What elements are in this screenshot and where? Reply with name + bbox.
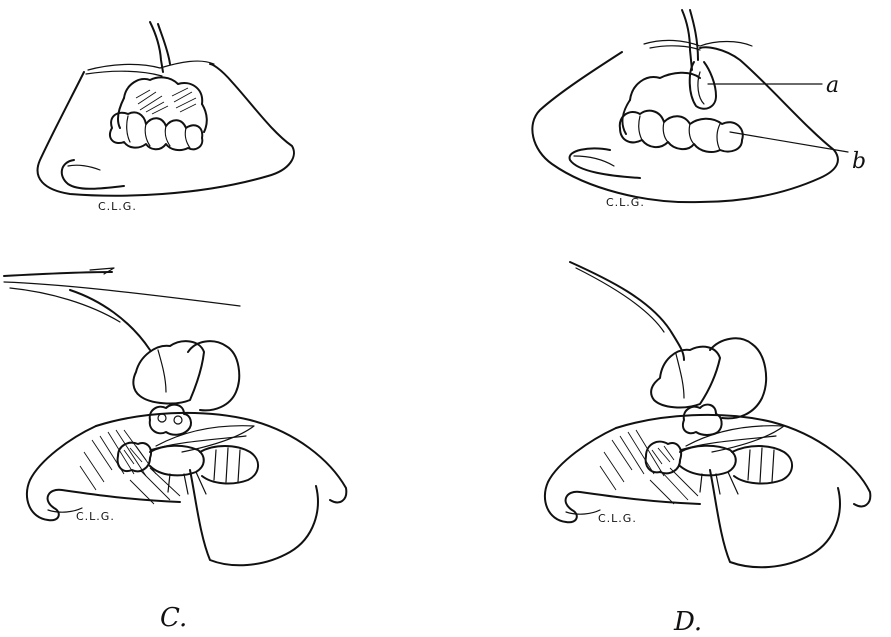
flower-with-bee-d: C.L.G. D.	[545, 262, 870, 637]
signature: C.L.G.	[76, 510, 115, 523]
figure-caption-d: D.	[673, 607, 702, 637]
flower-with-bee-c: C.L.G. C.	[4, 268, 346, 633]
label-a: a	[826, 73, 839, 98]
flower-front-view: C.L.G.	[38, 22, 294, 213]
flower-front-view-labelled: a b C.L.G.	[532, 10, 866, 209]
signature: C.L.G.	[98, 200, 137, 213]
figure-caption-c: C.	[160, 603, 187, 633]
label-b: b	[852, 149, 866, 174]
signature: C.L.G.	[598, 512, 637, 525]
signature: C.L.G.	[606, 196, 645, 209]
